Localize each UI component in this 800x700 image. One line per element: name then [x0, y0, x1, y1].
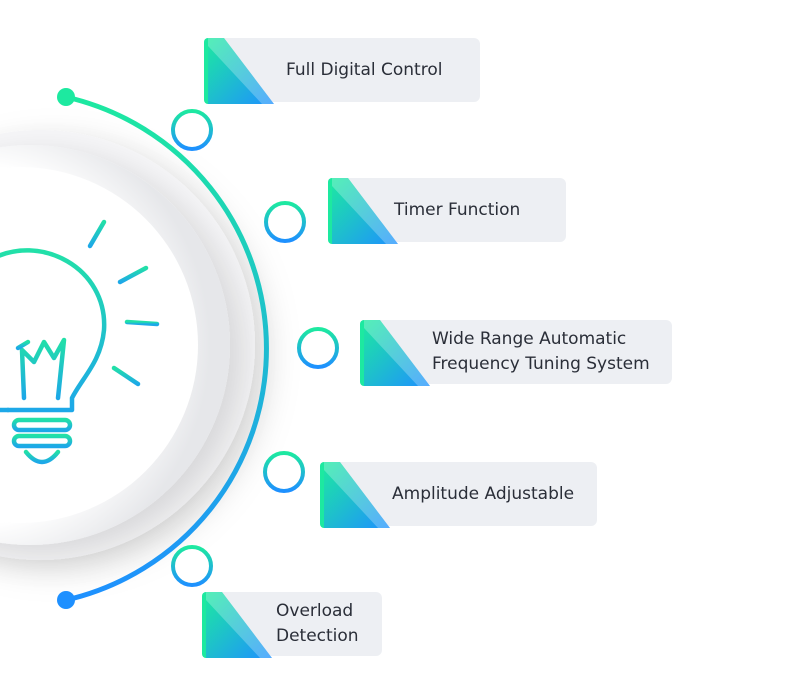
feature-label-line: Wide Range Automatic — [432, 329, 627, 349]
feature-card: Timer Function — [328, 178, 566, 244]
ring-node-icon — [297, 327, 339, 369]
gradient-triangle-icon — [360, 320, 430, 386]
feature-label: Timer Function — [394, 178, 520, 242]
feature-card: Full Digital Control — [204, 38, 480, 104]
feature-card-bg — [374, 320, 672, 384]
feature-label-line: Frequency Tuning System — [432, 354, 650, 374]
gradient-triangle-icon — [204, 38, 274, 104]
feature-card: Amplitude Adjustable — [320, 462, 597, 528]
ring-node-icon — [171, 545, 213, 587]
connector-arc — [63, 94, 269, 603]
gradient-triangle-icon — [328, 178, 398, 244]
feature-label-line: Timer Function — [394, 199, 521, 220]
arc-start-dot — [57, 88, 75, 106]
feature-label-line: Overload — [276, 601, 354, 621]
feature-label: Full Digital Control — [286, 38, 442, 102]
ring-node-icon — [263, 451, 305, 493]
ring-node-icon — [264, 201, 306, 243]
feature-label-line: Amplitude Adjustable — [392, 483, 575, 504]
arc-end-dot — [57, 591, 75, 609]
feature-label-line: Full Digital Control — [286, 59, 443, 80]
gradient-triangle-icon — [320, 462, 390, 528]
feature-label: Amplitude Adjustable — [392, 462, 574, 526]
feature-label-line: Detection — [276, 626, 359, 646]
light-bulb-icon — [0, 205, 160, 465]
gradient-triangle-icon — [202, 592, 272, 658]
ring-node-icon — [171, 109, 213, 151]
arc-nodes — [171, 109, 339, 587]
